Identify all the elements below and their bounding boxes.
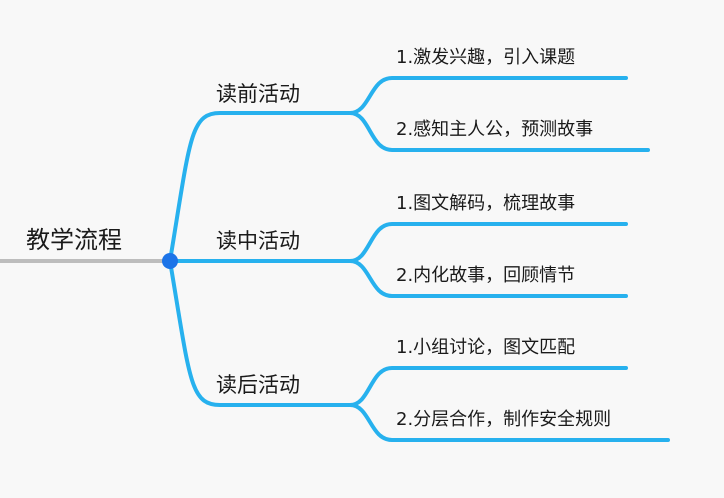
- stage-label-1: 读前活动: [216, 82, 300, 106]
- step-connector-2-2: [348, 259, 628, 298]
- root-label: 教学流程: [26, 226, 122, 254]
- step-label-2-2: 2.内化故事，回顾情节: [396, 265, 575, 286]
- step-connector-1-1: [348, 76, 628, 115]
- step-connector-3-2: [348, 403, 670, 442]
- step-connector-1-2: [348, 111, 650, 152]
- stage-connector-1: [168, 111, 352, 263]
- hub-node: [162, 253, 178, 269]
- stage-label-3: 读后活动: [216, 373, 300, 397]
- stage-connector-3: [168, 259, 352, 407]
- step-label-1-2: 2.感知主人公，预测故事: [396, 119, 593, 140]
- step-connector-3-1: [348, 366, 628, 407]
- step-label-2-1: 1.图文解码，梳理故事: [396, 193, 575, 214]
- stage-label-2: 读中活动: [216, 229, 300, 253]
- step-connector-2-1: [348, 222, 628, 263]
- step-label-1-1: 1.激发兴趣，引入课题: [396, 47, 575, 68]
- step-label-3-2: 2.分层合作，制作安全规则: [396, 409, 611, 430]
- step-label-3-1: 1.小组讨论，图文匹配: [396, 337, 575, 358]
